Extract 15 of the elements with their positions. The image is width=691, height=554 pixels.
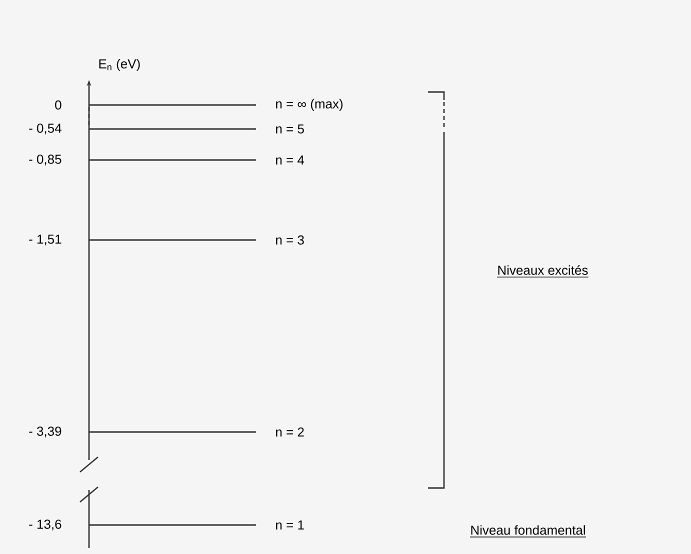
energy-value: - 3,39 bbox=[29, 426, 62, 438]
level-label: n = 2 bbox=[276, 427, 304, 437]
level-label: n = ∞ (max) bbox=[276, 98, 343, 112]
energy-value: - 1,51 bbox=[29, 234, 62, 246]
group-label: Niveau fondamental bbox=[470, 525, 586, 538]
level-label: n = 4 bbox=[276, 156, 304, 164]
energy-value: - 0,85 bbox=[29, 154, 62, 166]
group-label: Niveaux excités bbox=[496, 265, 589, 278]
level-label: n = 3 bbox=[276, 235, 304, 245]
energy-value: 0 bbox=[55, 100, 62, 110]
axis-title: E$_{n}$ (eV) bbox=[99, 58, 140, 72]
level-label: n = 1 bbox=[276, 520, 304, 530]
level-label: n = 5 bbox=[276, 124, 304, 134]
energy-value: - 13,6 bbox=[29, 520, 62, 530]
energy-value: - 0,54 bbox=[29, 124, 62, 134]
